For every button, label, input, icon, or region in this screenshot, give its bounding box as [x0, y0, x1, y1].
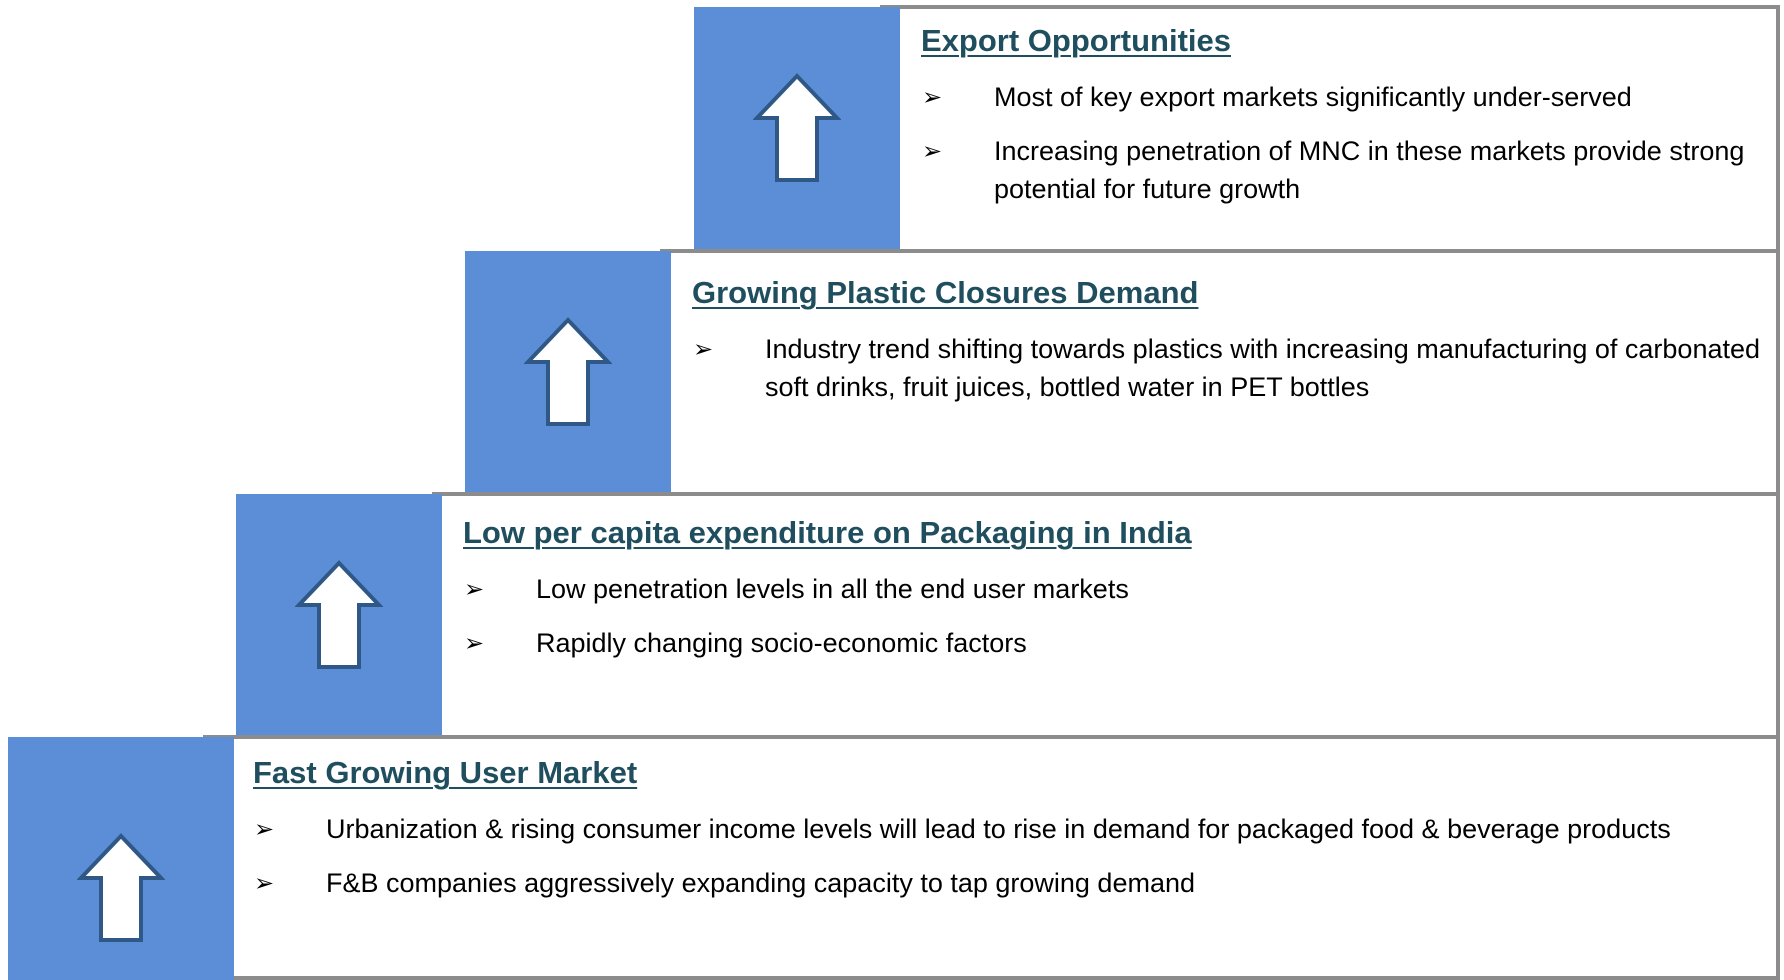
tier-plastic-closures-content: Growing Plastic Closures Demand ➢ Industr…	[692, 274, 1764, 422]
list-item: ➢ Urbanization & rising consumer income l…	[253, 810, 1764, 848]
bullet-text: Low penetration levels in all the end us…	[536, 574, 1129, 604]
arrowhead-bullet-icon: ➢	[693, 335, 714, 363]
bullet-text: Industry trend shifting towards plastics…	[765, 334, 1761, 402]
arrowhead-bullet-icon: ➢	[254, 815, 275, 843]
list-item: ➢ Increasing penetration of MNC in these …	[921, 132, 1764, 208]
up-arrow-icon	[753, 73, 841, 182]
list-item: ➢ F&B companies aggressively expanding ca…	[253, 864, 1764, 902]
bullet-list: ➢ Most of key export markets significantl…	[921, 78, 1764, 208]
list-item: ➢ Rapidly changing socio-economic factors	[463, 624, 1764, 662]
tier-low-per-capita-arrow-box	[236, 494, 442, 736]
tier-export-opportunities-content: Export Opportunities ➢ Most of key export…	[921, 22, 1764, 224]
list-item: ➢ Low penetration levels in all the end u…	[463, 570, 1764, 608]
tier-low-per-capita-content: Low per capita expenditure on Packaging …	[463, 514, 1764, 678]
tier-heading: Fast Growing User Market	[253, 755, 638, 790]
up-arrow-icon	[77, 832, 165, 942]
bullet-text: Rapidly changing socio-economic factors	[536, 628, 1027, 658]
arrowhead-bullet-icon: ➢	[922, 83, 943, 111]
tier-heading: Growing Plastic Closures Demand	[692, 275, 1199, 310]
bullet-list: ➢ Low penetration levels in all the end u…	[463, 570, 1764, 662]
bullet-list: ➢ Urbanization & rising consumer income l…	[253, 810, 1764, 902]
bullet-list: ➢ Industry trend shifting towards plastic…	[692, 330, 1764, 406]
list-item: ➢ Industry trend shifting towards plastic…	[692, 330, 1764, 406]
tier-fast-growing-market-content: Fast Growing User Market ➢ Urbanization &…	[253, 754, 1764, 918]
tier-low-per-capita	[432, 492, 1780, 738]
tier-heading: Low per capita expenditure on Packaging …	[463, 515, 1192, 550]
bullet-text: F&B companies aggressively expanding cap…	[326, 868, 1195, 898]
up-arrow-icon	[295, 560, 383, 669]
bullet-text: Increasing penetration of MNC in these m…	[994, 136, 1745, 204]
tier-plastic-closures-arrow-box	[465, 251, 671, 493]
up-arrow-icon	[524, 317, 612, 426]
arrowhead-bullet-icon: ➢	[254, 869, 275, 897]
tier-export-opportunities-arrow-box	[694, 7, 900, 249]
arrowhead-bullet-icon: ➢	[464, 629, 485, 657]
bullet-text: Urbanization & rising consumer income le…	[326, 814, 1671, 844]
tier-plastic-closures	[660, 249, 1780, 495]
arrowhead-bullet-icon: ➢	[922, 137, 943, 165]
list-item: ➢ Most of key export markets significantl…	[921, 78, 1764, 116]
tier-fast-growing-market	[203, 735, 1780, 980]
arrowhead-bullet-icon: ➢	[464, 575, 485, 603]
bullet-text: Most of key export markets significantly…	[994, 82, 1632, 112]
tier-export-opportunities	[880, 5, 1780, 251]
tier-fast-growing-market-arrow-box	[8, 737, 234, 980]
tier-heading: Export Opportunities	[921, 23, 1231, 58]
